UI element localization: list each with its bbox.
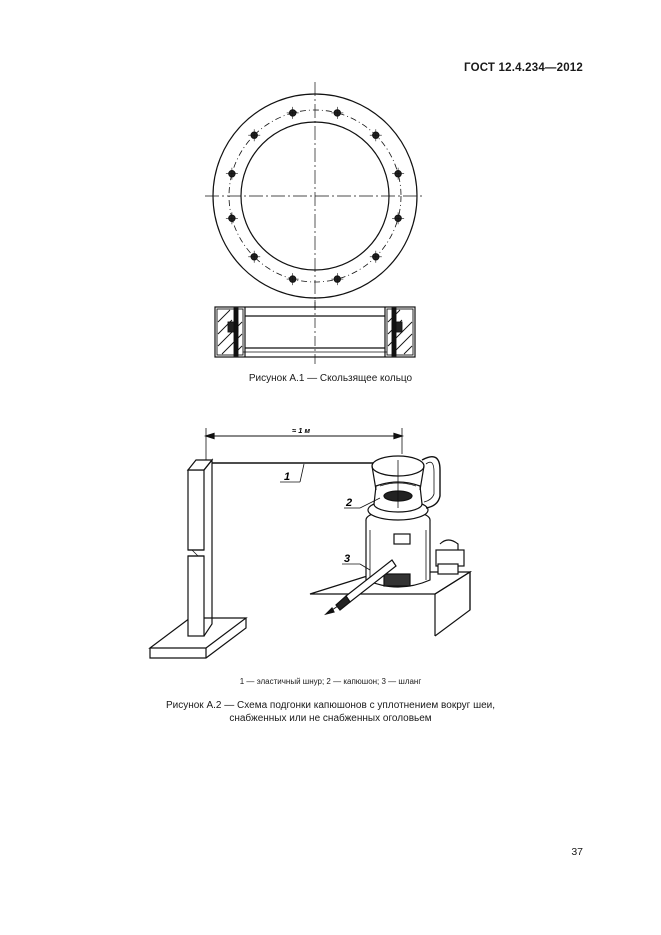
- page-number: 37: [571, 846, 583, 858]
- figure-a2-caption-line2: снабженных или не снабженных оголовьем: [229, 713, 432, 724]
- figure-a2-legend: 1 — эластичный шнур; 2 — капюшон; 3 — шл…: [239, 677, 422, 686]
- callout-2: 2: [345, 497, 352, 509]
- ring-section-view: [214, 300, 416, 364]
- hose: [324, 559, 397, 616]
- callout-3: 3: [344, 553, 350, 565]
- bolt-holes: [225, 106, 405, 286]
- figure-a2-fitting-scheme: ≈ 1 м 1 2 3: [148, 426, 473, 659]
- section-hatching: [216, 307, 414, 357]
- dimension-label: ≈ 1 м: [292, 426, 310, 435]
- stand-column: [186, 458, 214, 637]
- head-form: [365, 455, 465, 588]
- callout-1: 1: [284, 471, 290, 483]
- figure-a2-caption: Рисунок А.2 — Схема подгонки капюшонов с…: [0, 699, 661, 725]
- figure-a1-ring-drawing: [205, 82, 425, 364]
- standard-code: ГОСТ 12.4.234—2012: [464, 62, 583, 74]
- figure-a1-caption: Рисунок А.1 — Скользящее кольцо: [248, 373, 413, 384]
- figure-a2-caption-line1: Рисунок А.2 — Схема подгонки капюшонов с…: [165, 700, 496, 711]
